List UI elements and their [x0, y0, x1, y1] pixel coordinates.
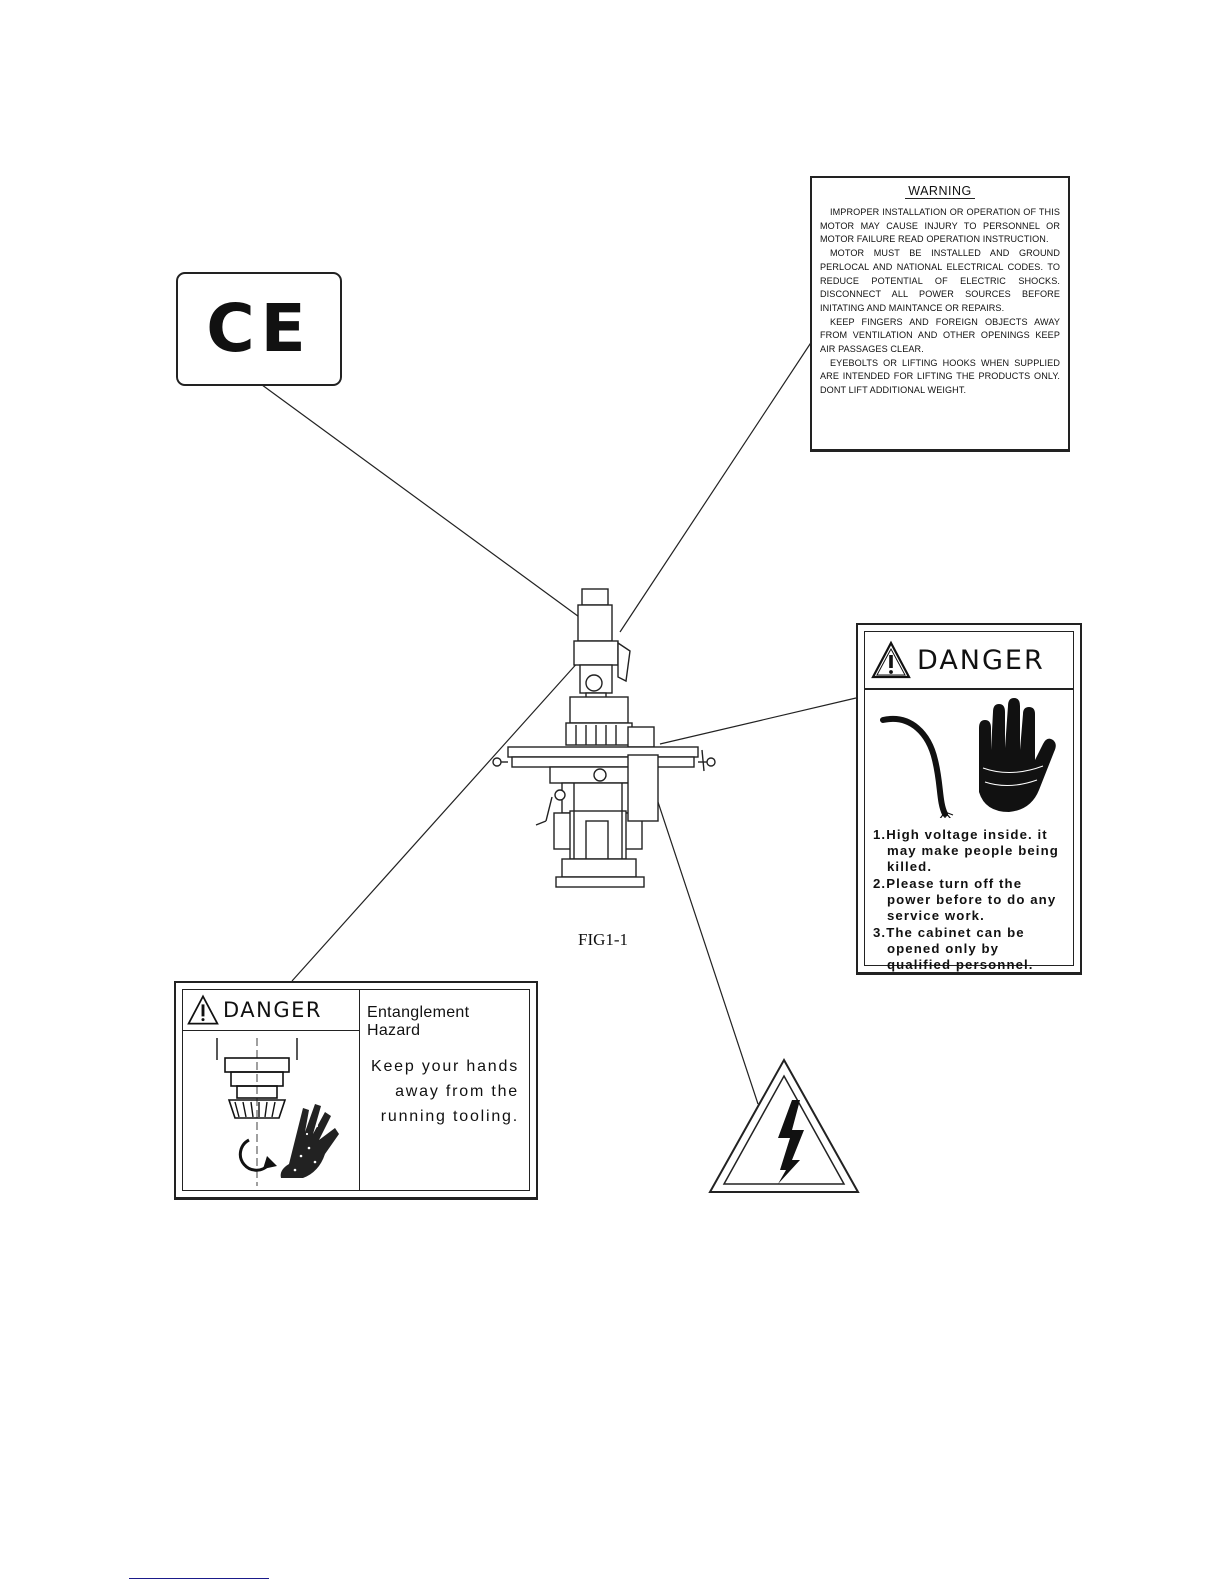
danger-voltage-item: 3.The cabinet can be opened only by qual…: [873, 925, 1034, 972]
glove-hand-icon: [280, 1104, 339, 1178]
leader-line-warning: [619, 334, 817, 633]
danger-voltage-label: DANGER 1.High voltage inside. it may mak…: [856, 623, 1082, 975]
danger-word: DANGER: [917, 644, 1045, 676]
warning-title: WARNING: [820, 184, 1060, 199]
danger-entanglement-label: DANGER Enta: [174, 981, 538, 1200]
milling-machine-drawing: [492, 588, 716, 888]
high-voltage-icon: [708, 1057, 860, 1193]
danger-word: DANGER: [223, 997, 323, 1022]
voltage-pictogram: [880, 698, 1056, 818]
alert-triangle-icon: [871, 640, 911, 679]
ce-label: CE: [176, 272, 342, 386]
warning-label: WARNING IMPROPER INSTALLATION OR OPERATI…: [810, 176, 1070, 452]
entanglement-title: Entanglement Hazard: [367, 1004, 470, 1039]
alert-triangle-icon: [187, 994, 219, 1025]
danger-header: DANGER: [183, 990, 359, 1031]
leader-line-danger-voltage: [659, 697, 857, 745]
entanglement-body: Keep your hands away from the running to…: [371, 1058, 519, 1125]
danger-voltage-item: 2.Please turn off the power before to do…: [873, 876, 1057, 923]
warning-item: MOTOR MUST BE INSTALLED AND GROUND PERLO…: [820, 248, 1060, 313]
leader-line-entanglement: [291, 659, 581, 982]
warning-item: KEEP FINGERS AND FOREIGN OBJECTS AWAY FR…: [820, 316, 1060, 355]
leader-line-triangle: [655, 795, 759, 1105]
figure-caption: FIG1-1: [578, 930, 629, 949]
leader-line-ce: [257, 381, 587, 623]
warning-item: IMPROPER INSTALLATION OR OPERATION OF TH…: [820, 207, 1060, 245]
cable-icon: [880, 715, 954, 818]
danger-header: DANGER: [865, 632, 1073, 690]
footnote-rule: [129, 1578, 269, 1579]
ce-mark-icon: CE: [206, 290, 312, 367]
spindle-icon: [216, 1038, 339, 1186]
warning-item: EYEBOLTS OR LIFTING HOOKS WHEN SUPPLIED …: [820, 357, 1060, 396]
danger-voltage-item: 1.High voltage inside. it may make peopl…: [873, 827, 1059, 874]
hand-stop-icon: [979, 698, 1056, 812]
